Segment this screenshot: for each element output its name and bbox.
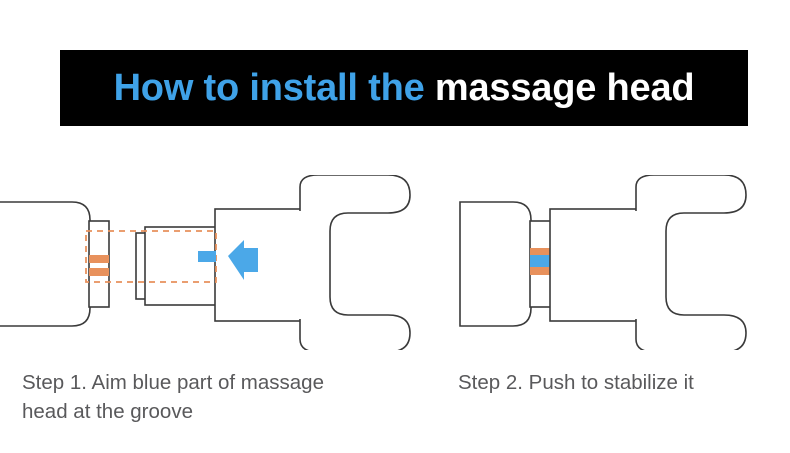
orange-alignment-mark-upper — [530, 248, 551, 256]
step-1-caption-line-2: head at the groove — [22, 400, 193, 423]
step-2-caption: Step 2. Push to stabilize it — [458, 368, 788, 397]
massage-head-body — [459, 201, 532, 327]
step-1-caption-line-1: Step 1. Aim blue part of massage — [22, 371, 324, 394]
step-1-diagram — [0, 175, 440, 350]
orange-alignment-mark-lower — [89, 268, 109, 276]
title-segment-blue: How to install the — [113, 67, 435, 109]
c-shaped-fork-head — [635, 175, 747, 350]
step-2-caption-line-1: Step 2. Push to stabilize it — [458, 371, 694, 394]
c-shaped-fork-head — [299, 175, 411, 350]
shaft-fork-joint-mask — [632, 211, 642, 319]
step-2-diagram — [440, 175, 790, 350]
blue-alignment-tab-seated — [530, 255, 551, 268]
blue-push-arrow-left-icon — [228, 240, 258, 280]
title-segment-white: massage head — [434, 67, 695, 109]
massage-head-flange — [88, 220, 110, 308]
massage-head-body — [0, 201, 91, 327]
device-shaft — [549, 208, 647, 322]
page-title: How to install the massage head — [114, 69, 695, 107]
orange-alignment-mark-lower — [530, 267, 551, 275]
title-banner: How to install the massage head — [60, 50, 748, 126]
blue-alignment-tab — [198, 251, 216, 262]
device-shaft — [144, 226, 217, 306]
orange-alignment-mark-upper — [89, 255, 109, 263]
shaft-fork-joint-mask — [296, 211, 306, 319]
step-1-caption: Step 1. Aim blue part of massage head at… — [22, 368, 442, 426]
